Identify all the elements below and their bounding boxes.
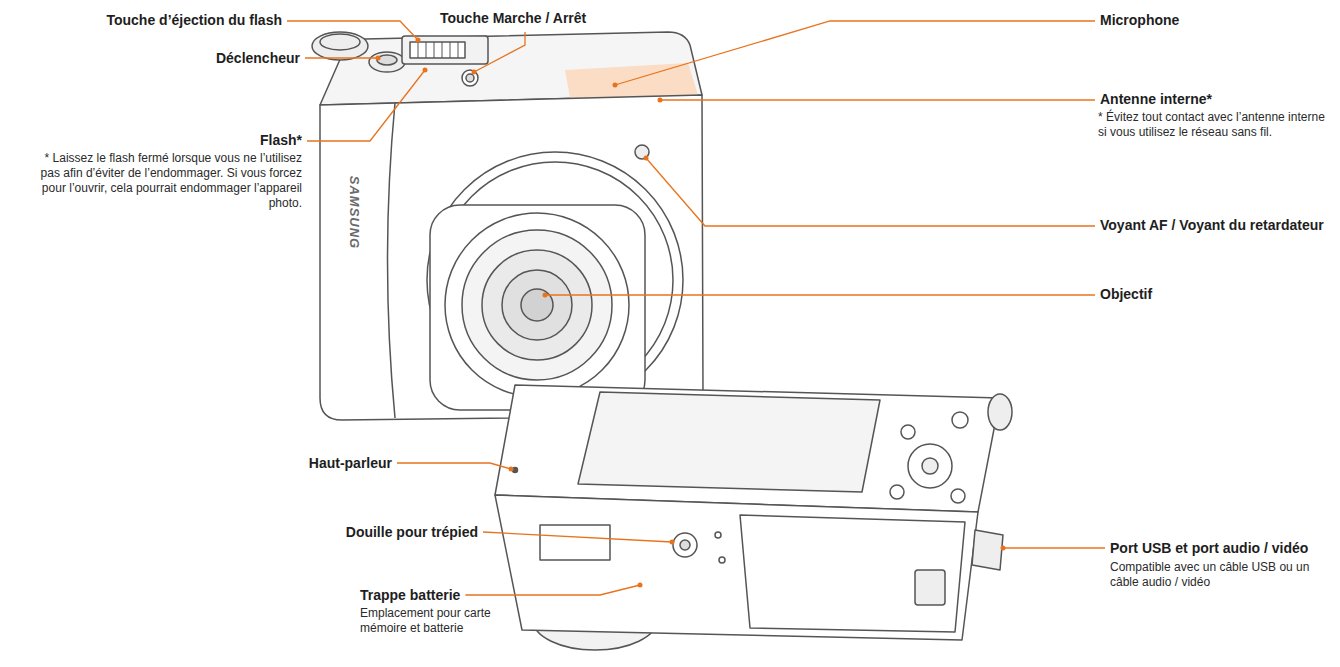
tripod-hole [680, 540, 690, 550]
leader-line [305, 57, 378, 58]
leader-dot [658, 98, 663, 103]
leader-dot [670, 540, 675, 545]
part-label: Objectif [1100, 286, 1152, 303]
info-plate [540, 525, 610, 560]
leader-dot [1001, 546, 1006, 551]
part-label: Touche d’éjection du flash [106, 12, 282, 29]
lens-circle [462, 230, 612, 380]
part-label: Touche Marche / Arrêt [440, 10, 586, 27]
leader-line [483, 532, 672, 542]
side-dial [988, 394, 1012, 430]
grip-line [388, 103, 396, 418]
leader-line [1003, 547, 1105, 548]
leader-dot [416, 38, 421, 43]
note-text: Compatible avec un câble USB ou un câble… [1110, 560, 1332, 590]
button [890, 485, 904, 499]
part-label: Port USB et port audio / vidéo [1110, 540, 1308, 557]
note-text: * Laissez le flash fermé lorsque vous ne… [34, 151, 302, 211]
leader-line [474, 32, 525, 72]
leader-line [660, 99, 1095, 100]
button [901, 425, 915, 439]
leader-dot [376, 56, 381, 61]
power-button [462, 70, 478, 86]
leader-line [307, 70, 425, 141]
battery-door [740, 515, 965, 632]
mode-dial-top [320, 34, 360, 50]
lens-circle [445, 213, 629, 397]
hole [715, 532, 721, 538]
shutter-button [369, 52, 405, 72]
leader-dot [644, 156, 649, 161]
power-button-top [466, 74, 474, 82]
leader-line [397, 463, 511, 469]
camera-body [320, 95, 703, 420]
flash-unit [402, 36, 488, 64]
leader-dot [613, 83, 618, 88]
tripod-socket [673, 533, 697, 557]
note-text: Emplacement pour carte mémoire et batter… [360, 606, 500, 636]
button [951, 489, 965, 503]
part-label: Voyant AF / Voyant du retardateur [1100, 217, 1324, 234]
part-label: Antenne interne* [1100, 91, 1212, 108]
button [952, 412, 968, 428]
leader-line [545, 294, 1095, 295]
leader-dot [472, 70, 477, 75]
part-label: Douille pour trépied [346, 524, 478, 541]
bottom-face [495, 495, 978, 640]
back-face [495, 385, 1000, 512]
leader-line [615, 21, 1095, 85]
lens-barrel [430, 205, 645, 410]
part-label: Déclencheur [216, 50, 300, 67]
part-label: Trappe batterie [360, 587, 460, 604]
brand-logo: SAMSUNG [347, 175, 362, 248]
door-latch [915, 570, 945, 605]
leader-dot [638, 583, 643, 588]
flash-hatch [418, 42, 458, 58]
flash-window [410, 42, 465, 58]
mode-dial [312, 32, 368, 60]
lens-circle [521, 289, 553, 321]
leader-line [646, 158, 1095, 226]
hole [719, 557, 725, 563]
ok-button [922, 458, 938, 474]
leader-dot [423, 68, 428, 73]
leader-dot [509, 467, 514, 472]
lcd-screen [578, 392, 880, 492]
part-label: Microphone [1100, 12, 1179, 29]
part-label: Haut-parleur [309, 455, 392, 472]
port-flap [972, 530, 1003, 570]
leader-line [465, 585, 640, 595]
lens-circle [482, 250, 592, 360]
leader-line [287, 21, 418, 40]
control-wheel [908, 444, 952, 488]
note-text: * Évitez tout contact avec l’antenne int… [1098, 110, 1334, 140]
lens-circle [502, 270, 572, 340]
leader-dot [543, 293, 548, 298]
part-label: Flash* [260, 132, 302, 149]
